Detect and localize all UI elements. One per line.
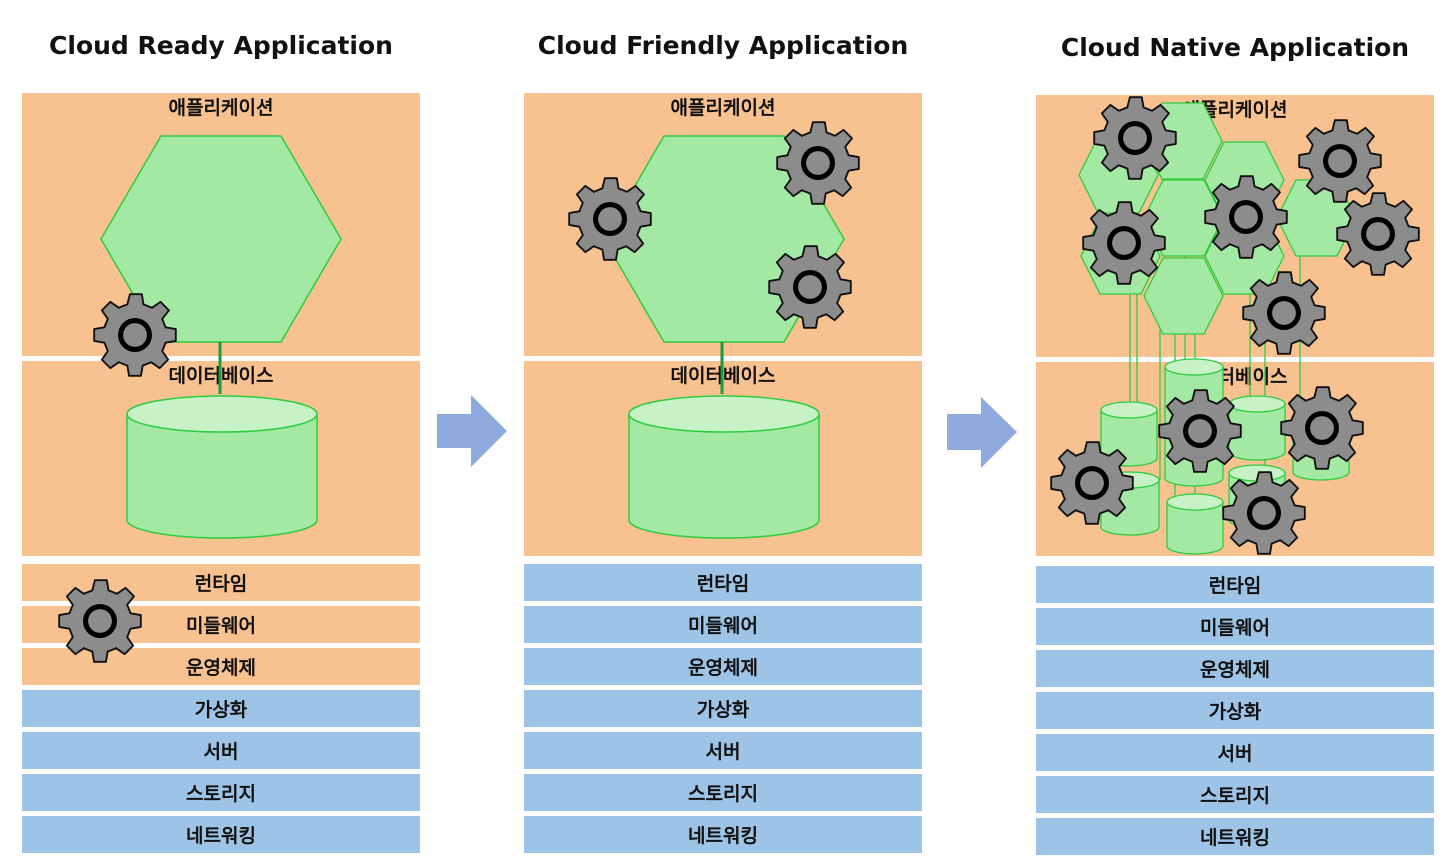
stack-layer-os: 운영체제 [1036,650,1434,687]
database-layer-label: 데이터베이스 [1182,366,1288,388]
stack-layer-runtime: 런타임 [524,564,922,601]
stack-layer-storage: 스토리지 [1036,776,1434,813]
right-arrow-icon [947,397,1017,468]
stack-layer-os: 운영체제 [524,648,922,685]
right-arrow-icon [437,395,507,467]
application-layer: 애플리케이션 [22,93,420,356]
stack-layer-runtime: 런타임 [1036,566,1434,603]
stack-layer-server: 서버 [1036,734,1434,771]
stack-layer-middleware: 미들웨어 [1036,608,1434,645]
stack-layer-storage: 스토리지 [22,774,420,811]
stack-layer-runtime: 런타임 [22,564,420,601]
column-title-cloud-ready: Cloud Ready Application [49,31,393,60]
stack-layer-middleware: 미들웨어 [22,606,420,643]
database-layer-label: 데이터베이스 [670,365,776,387]
stack-layer-storage: 스토리지 [524,774,922,811]
stack-layer-os: 운영체제 [22,648,420,685]
stack-layer-server: 서버 [524,732,922,769]
application-layer-label: 애플리케이션 [670,97,776,119]
stack-layer-networking: 네트워킹 [1036,818,1434,855]
stack-layer-server: 서버 [22,732,420,769]
stack-layer-networking: 네트워킹 [22,816,420,853]
application-layer: 애플리케이션 [524,93,922,356]
stack-layer-virtualization: 가상화 [1036,692,1434,729]
database-layer: 데이터베이스 [524,361,922,556]
stack-layer-networking: 네트워킹 [524,816,922,853]
stack-layer-middleware: 미들웨어 [524,606,922,643]
column-title-cloud-native: Cloud Native Application [1060,33,1410,62]
database-layer: 데이터베이스 [22,361,420,556]
stack-layer-virtualization: 가상화 [524,690,922,727]
database-layer: 데이터베이스 [1036,362,1434,556]
stack-layer-virtualization: 가상화 [22,690,420,727]
column-title-cloud-friendly: Cloud Friendly Application [537,31,909,60]
application-layer: 애플리케이션 [1036,95,1434,357]
application-layer-label: 애플리케이션 [1182,99,1288,121]
application-layer-label: 애플리케이션 [168,97,274,119]
database-layer-label: 데이터베이스 [168,365,274,387]
